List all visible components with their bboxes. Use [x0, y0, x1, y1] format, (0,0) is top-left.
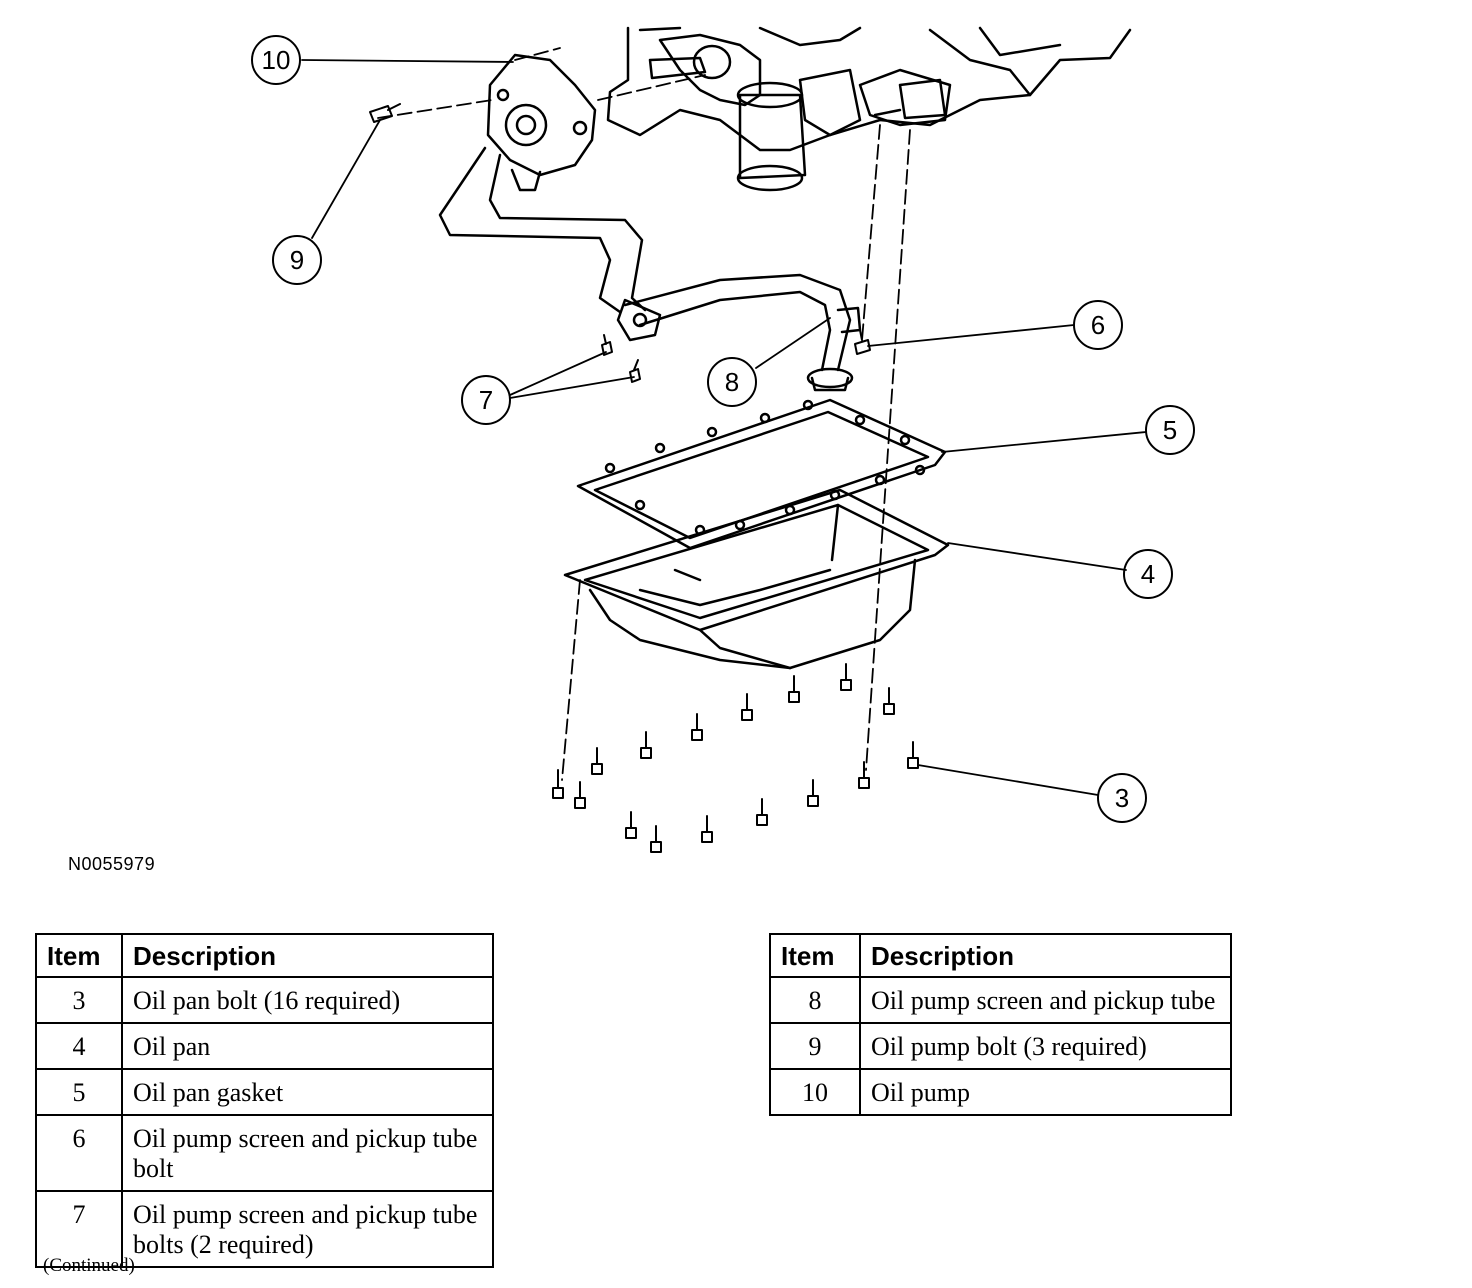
item-description: Oil pump bolt (3 required) [859, 1022, 1232, 1070]
table-header-row: Item Description [35, 933, 494, 978]
item-description: Oil pan gasket [121, 1068, 494, 1116]
item-number: 6 [35, 1114, 123, 1192]
table-row: 5 Oil pan gasket [35, 1068, 494, 1116]
item-description: Oil pan bolt (16 required) [121, 976, 494, 1024]
table-row: 10 Oil pump [769, 1068, 1232, 1116]
callout-8: 8 [725, 367, 739, 397]
item-description: Oil pump [859, 1068, 1232, 1116]
table-row: 9 Oil pump bolt (3 required) [769, 1022, 1232, 1070]
oil-pump-illustration [486, 53, 597, 192]
table-row: 7 Oil pump screen and pickup tube bolts … [35, 1190, 494, 1268]
engine-block-illustration [606, 26, 1132, 192]
table-row: 3 Oil pan bolt (16 required) [35, 976, 494, 1024]
callout-4: 4 [1141, 559, 1155, 589]
callout-7: 7 [479, 385, 493, 415]
callout-circles [251, 35, 1195, 823]
oil-pan-illustration [563, 488, 950, 670]
parts-table-left: Item Description 3 Oil pan bolt (16 requ… [35, 933, 494, 1268]
callout-10: 10 [262, 45, 291, 75]
table-row: 4 Oil pan [35, 1022, 494, 1070]
item-number: 8 [769, 976, 861, 1024]
parts-table-right: Item Description 8 Oil pump screen and p… [769, 933, 1232, 1116]
bolt-glyphs [369, 103, 919, 853]
column-header-description: Description [859, 933, 1232, 978]
figure-id: N0055979 [68, 854, 156, 874]
item-description: Oil pump screen and pickup tube bolts (2… [121, 1190, 494, 1268]
item-number: 7 [35, 1190, 123, 1268]
leader-lines [301, 59, 1147, 796]
callout-3: 3 [1115, 783, 1129, 813]
continued-note: (Continued) [43, 1255, 135, 1276]
callout-9: 9 [290, 245, 304, 275]
pickup-tube-illustration [438, 146, 862, 392]
exploded-view-diagram: 10 9 6 8 7 5 4 3 [251, 26, 1195, 853]
column-header-item: Item [35, 933, 123, 978]
callout-6: 6 [1091, 310, 1105, 340]
table-header-row: Item Description [769, 933, 1232, 978]
item-number: 9 [769, 1022, 861, 1070]
item-number: 4 [35, 1022, 123, 1070]
item-number: 3 [35, 976, 123, 1024]
item-number: 10 [769, 1068, 861, 1116]
item-description: Oil pan [121, 1022, 494, 1070]
item-description: Oil pump screen and pickup tube bolt [121, 1114, 494, 1192]
oil-pan-gasket-illustration [576, 398, 947, 550]
table-row: 8 Oil pump screen and pickup tube [769, 976, 1232, 1024]
column-header-description: Description [121, 933, 494, 978]
alignment-lines [377, 47, 911, 781]
item-number: 5 [35, 1068, 123, 1116]
callout-5: 5 [1163, 415, 1177, 445]
table-row: 6 Oil pump screen and pickup tube bolt [35, 1114, 494, 1192]
column-header-item: Item [769, 933, 861, 978]
item-description: Oil pump screen and pickup tube [859, 976, 1232, 1024]
